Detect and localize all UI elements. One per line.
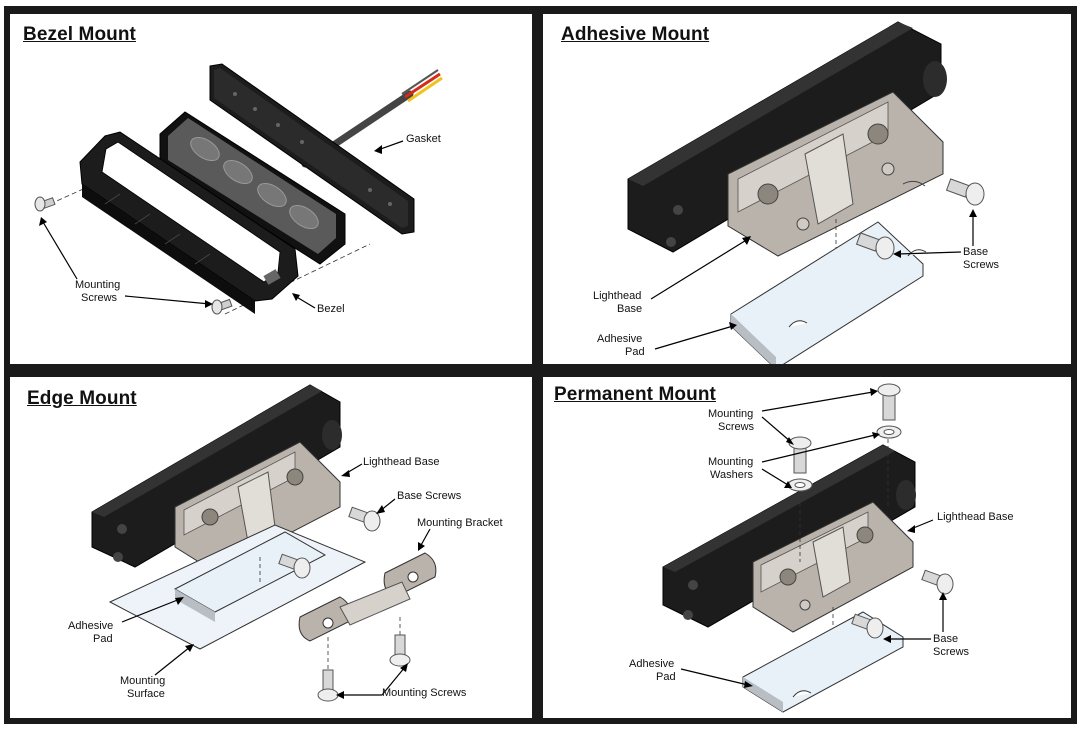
label-lighthead-base-line2: Base xyxy=(617,303,642,315)
label-adhesive-pad-line1: Adhesive xyxy=(629,658,674,670)
base-screw-1 xyxy=(945,178,985,206)
base-screw-1 xyxy=(921,569,954,595)
label-lighthead-base-line1: Lighthead xyxy=(593,290,641,302)
panel-edge-mount: Edge Mount xyxy=(8,375,534,720)
label-mounting-washers-line2: Washers xyxy=(710,469,753,481)
panel-title: Adhesive Mount xyxy=(561,24,710,45)
label-gasket: Gasket xyxy=(406,133,441,145)
label-adhesive-pad-line1: Adhesive xyxy=(68,620,113,632)
edge-mount-diagram: Lighthead Base Base Screws Mounting Brac… xyxy=(68,384,503,702)
label-base-screws-line2: Screws xyxy=(933,646,970,658)
label-adhesive-pad-line2: Pad xyxy=(625,346,645,358)
permanent-mount-diagram: Mounting Screws Mounting Washers Lighthe… xyxy=(629,383,1013,713)
base-screw-2 xyxy=(851,613,884,639)
lighthead-base xyxy=(752,501,914,633)
label-base-screws-line1: Base xyxy=(933,633,958,645)
label-mounting-surface-line2: Surface xyxy=(127,688,165,700)
panel-bezel-mount: Bezel Mount xyxy=(8,12,534,366)
label-bezel: Bezel xyxy=(317,303,345,315)
label-adhesive-pad-line1: Adhesive xyxy=(597,333,642,345)
panel-adhesive-mount: Adhesive Mount xyxy=(541,12,1073,366)
label-mounting-screws-line1: Mounting xyxy=(75,279,120,291)
base-screw-2 xyxy=(278,553,311,579)
adhesive-pad xyxy=(742,611,904,713)
label-base-screws: Base Screws xyxy=(397,490,462,502)
mounting-screw-1 xyxy=(877,383,901,421)
lighthead-body xyxy=(91,384,342,568)
mounting-bracket xyxy=(298,552,437,642)
mounting-screw-1 xyxy=(317,669,339,702)
label-base-screws-line1: Base xyxy=(963,246,988,258)
lighthead-body xyxy=(627,21,947,253)
mounting-screw-1 xyxy=(34,196,56,212)
label-mounting-surface-line1: Mounting xyxy=(120,675,165,687)
label-mounting-screws-line2: Screws xyxy=(81,292,118,304)
base-screw-1 xyxy=(348,506,381,532)
panel-title: Edge Mount xyxy=(27,388,137,409)
panel-title: Permanent Mount xyxy=(554,384,716,405)
label-adhesive-pad-line2: Pad xyxy=(93,633,113,645)
mounting-washer-1 xyxy=(876,425,902,439)
panel-permanent-mount: Permanent Mount xyxy=(541,375,1073,720)
label-base-screws-line2: Screws xyxy=(963,259,1000,271)
label-mounting-screws-line2: Screws xyxy=(718,421,755,433)
mounting-screw-2 xyxy=(211,298,233,315)
panel-title: Bezel Mount xyxy=(23,24,136,45)
adhesive-mount-diagram: Lighthead Base Adhesive Pad Base Screws xyxy=(593,21,1000,364)
bezel-mount-diagram: Gasket Mounting Screws Bezel xyxy=(34,63,443,315)
label-mounting-washers-line1: Mounting xyxy=(708,456,753,468)
label-mounting-screws-line1: Mounting xyxy=(708,408,753,420)
label-mounting-screws: Mounting Screws xyxy=(382,687,467,699)
label-mounting-bracket: Mounting Bracket xyxy=(417,517,503,529)
mounting-washer-2 xyxy=(787,478,813,492)
mounting-screw-2 xyxy=(389,634,411,667)
base-screw-2 xyxy=(855,232,895,260)
adhesive-pad xyxy=(173,531,327,622)
gasket xyxy=(209,63,415,235)
label-lighthead-base: Lighthead Base xyxy=(363,456,439,468)
label-adhesive-pad-line2: Pad xyxy=(656,671,676,683)
bezel xyxy=(79,131,299,314)
lighthead-base xyxy=(174,441,341,573)
lighthead-body xyxy=(662,444,916,628)
label-lighthead-base: Lighthead Base xyxy=(937,511,1013,523)
lighthead-base xyxy=(727,91,944,257)
